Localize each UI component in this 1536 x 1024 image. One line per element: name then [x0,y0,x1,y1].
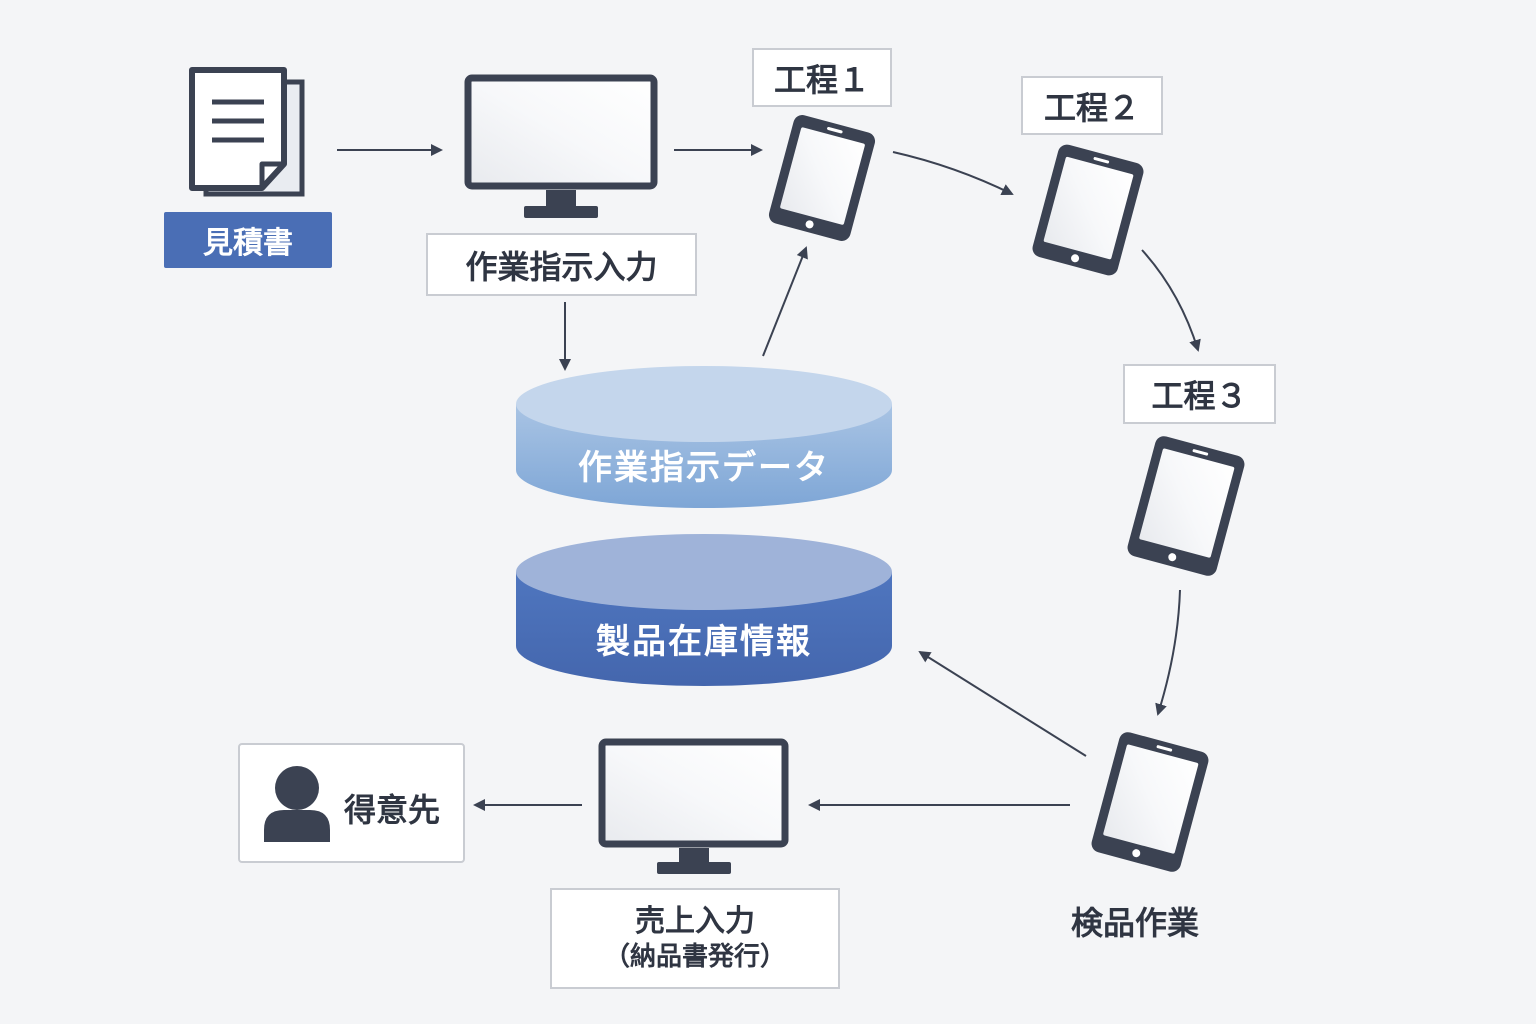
customer-label: 得意先 [343,791,440,829]
tablet-icon [1127,436,1245,576]
tablet-icon [1091,732,1209,872]
tablet-icon [1032,144,1144,276]
inspection-label: 検品作業 [1070,904,1199,942]
step3-label: 工程３ [1123,364,1276,424]
arrow-step3-to-inspection [1155,589,1181,716]
sales-input-title: 売上入力 [635,904,755,940]
arrow-step1-to-step2 [892,151,1014,195]
work-order-input-label: 作業指示入力 [426,233,697,296]
inventory-label: 製品在庫情報 [596,622,812,662]
monitor-icon [598,738,789,874]
database-icon [516,366,892,508]
step1-label: 工程１ [752,48,892,107]
quote-label: 見積書 [164,212,332,268]
sales-input-subtitle: （納品書発行） [603,942,786,973]
person-icon [264,766,330,842]
step2-label: 工程２ [1021,76,1163,135]
database-icon [516,534,892,686]
work-order-data-label: 作業指示データ [578,448,830,488]
sales-input-label: 売上入力 （納品書発行） [550,888,840,989]
document-icon [189,67,305,197]
arrow-data-to-step1 [762,246,808,357]
monitor-icon [464,74,658,218]
tablet-icon [768,115,876,241]
arrow-step2-to-step3 [1141,249,1201,352]
arrow-inspection-to-inventory [918,650,1087,757]
